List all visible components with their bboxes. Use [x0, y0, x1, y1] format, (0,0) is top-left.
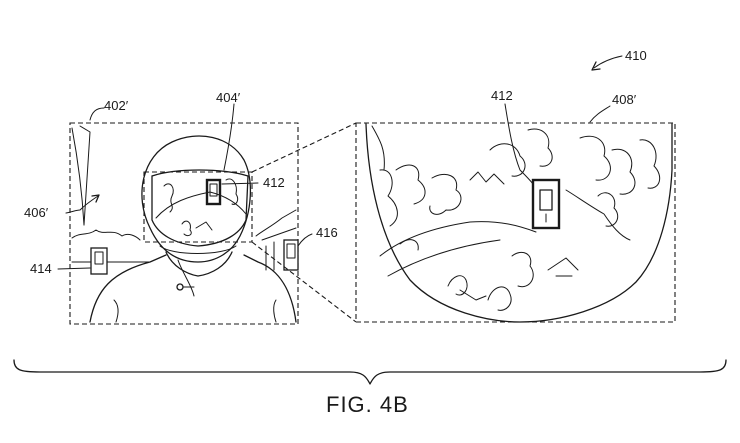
arrow-410	[591, 61, 601, 71]
figure-caption: FIG. 4B	[326, 392, 409, 417]
grouping-brace	[13, 359, 727, 385]
right-panel	[355, 122, 676, 323]
label-414: 414	[30, 261, 52, 276]
device-412	[531, 178, 561, 230]
label-406: 406′	[24, 205, 49, 220]
label-410: 410	[625, 48, 647, 63]
leader-414	[57, 267, 91, 270]
pillar-line	[71, 127, 85, 226]
zipper-pull	[176, 283, 184, 291]
label-412-left: 412	[263, 175, 285, 190]
reflected-device-412	[205, 178, 222, 206]
rider-shoulders	[89, 254, 297, 323]
leader-410	[593, 55, 623, 69]
label-412-right: 412	[491, 88, 513, 103]
right-building	[255, 209, 297, 237]
left-trees	[71, 229, 141, 241]
leader-412-right	[504, 103, 534, 185]
leader-404	[223, 103, 235, 171]
zoom-line-top	[251, 122, 357, 173]
zoom-line-bottom	[251, 241, 357, 323]
label-404: 404′	[216, 90, 241, 105]
label-416: 416	[316, 225, 338, 240]
visor-edge	[365, 123, 673, 323]
zoom-region	[143, 171, 253, 243]
label-402: 402′	[104, 98, 129, 113]
right-panel-frame	[355, 122, 676, 323]
label-408: 408′	[612, 92, 637, 107]
leader-406	[65, 209, 81, 214]
leader-408	[589, 105, 611, 123]
helmet-visor	[151, 169, 249, 247]
left-panel-frame	[69, 122, 299, 325]
leader-412-left	[221, 182, 259, 185]
leader-402	[89, 107, 105, 121]
leader-416	[297, 233, 313, 247]
left-panel	[69, 122, 299, 325]
rider-collar	[165, 251, 233, 277]
